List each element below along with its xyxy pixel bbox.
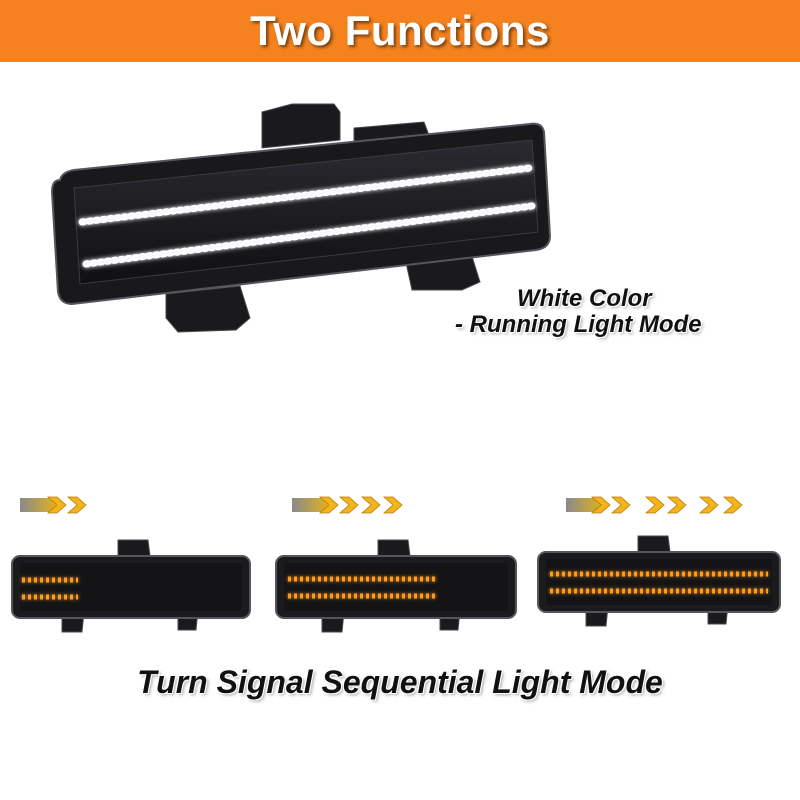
running-light-unit (50, 103, 552, 333)
turn-signal-unit-step-3 (537, 535, 781, 627)
sequence-arrows-step-1 (20, 496, 87, 514)
sequential-arrow-icon (361, 496, 381, 514)
turn-signal-unit-step-2 (275, 539, 517, 633)
sequence-arrows-step-2 (292, 496, 403, 514)
sequential-arrow-icon (723, 496, 743, 514)
page-title: Two Functions (250, 7, 550, 54)
sequential-arrow-icon (667, 496, 687, 514)
sequential-arrow-icon (699, 496, 719, 514)
white-led-rows (78, 164, 536, 268)
sequence-arrows-step-3 (566, 496, 743, 514)
running-light-caption-line1: White Color (517, 285, 652, 312)
sequential-arrow-icon (383, 496, 403, 514)
running-light-caption: White Color - Running Light Mode (455, 286, 765, 338)
sequential-arrow-icon (645, 496, 665, 514)
turn-signal-caption: Turn Signal Sequential Light Mode (137, 664, 663, 700)
turn-signal-unit-step-1 (11, 539, 251, 633)
sequential-arrow-icon (611, 496, 631, 514)
running-light-caption-line2: - Running Light Mode (455, 311, 702, 338)
sequential-arrow-icon (67, 496, 87, 514)
header-banner: Two Functions (0, 0, 800, 62)
sequential-arrow-icon (339, 496, 359, 514)
